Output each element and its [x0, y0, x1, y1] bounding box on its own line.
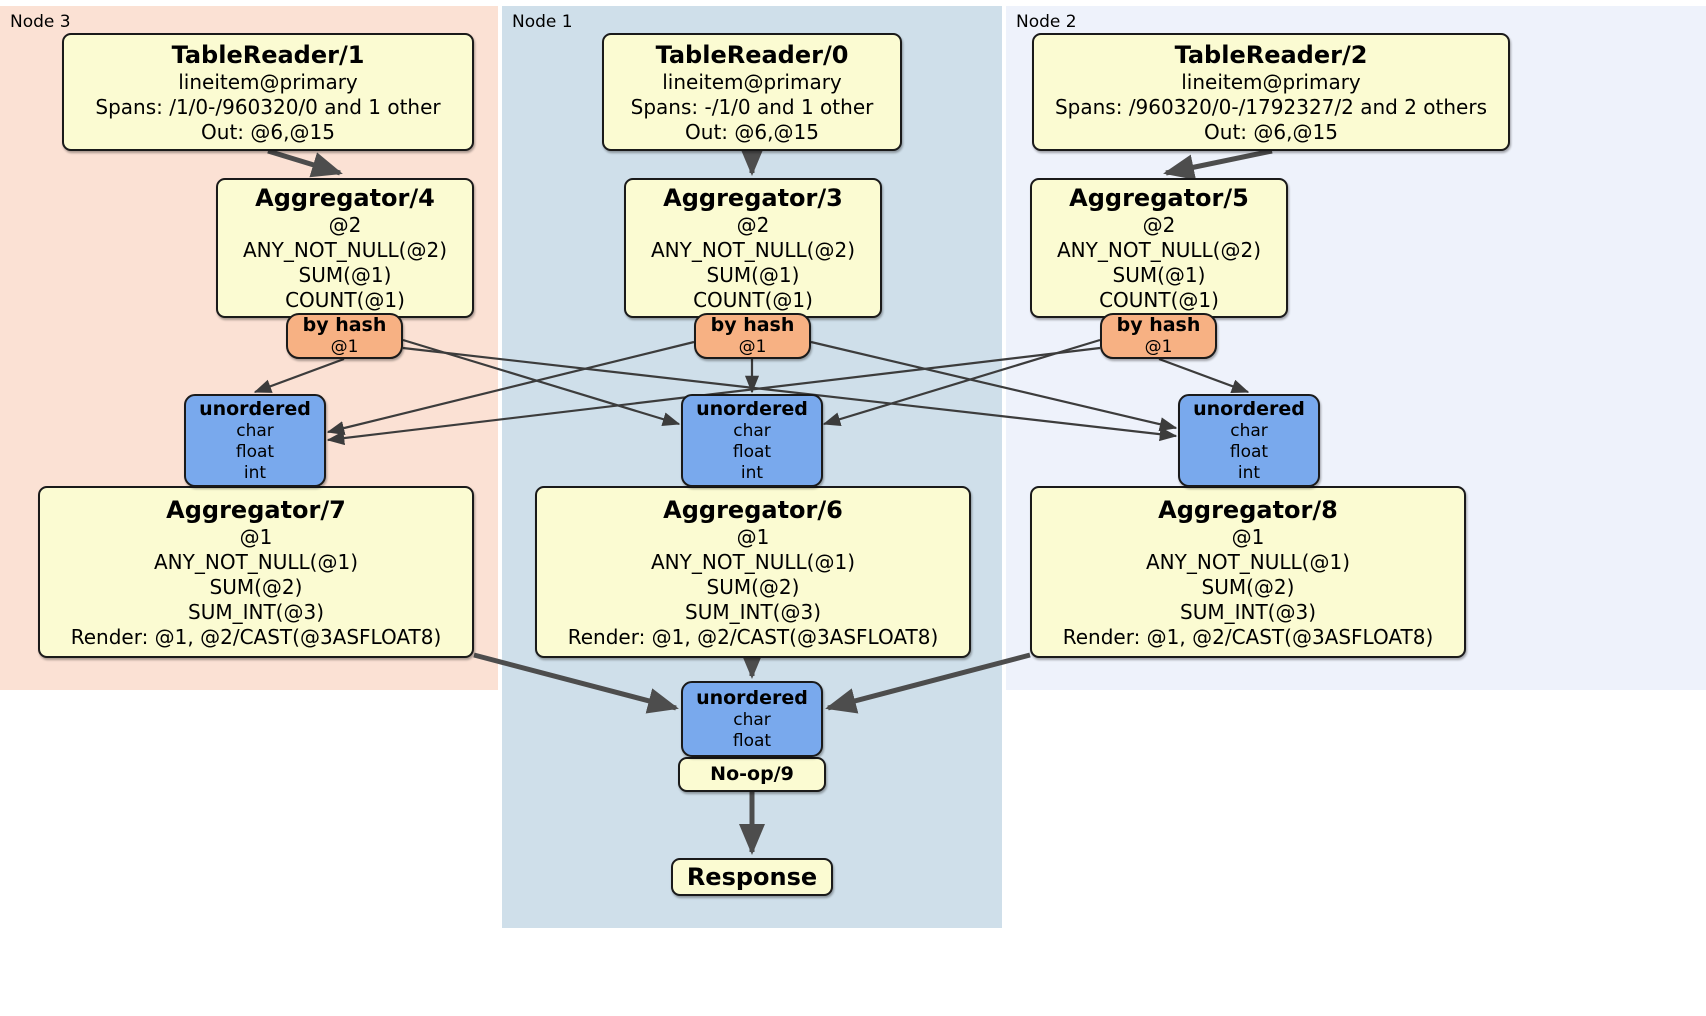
- processor-detail: @2: [1142, 213, 1176, 237]
- router-by-hash-aggregator-3[interactable]: by hash @1: [694, 313, 811, 359]
- processor-detail: lineitem@primary: [178, 69, 358, 94]
- synchronizer-title: unordered: [696, 397, 808, 420]
- processor-detail: SUM(@2): [209, 574, 303, 599]
- synchronizer-unordered-node-3[interactable]: unordered char float int: [184, 394, 326, 487]
- synchronizer-title: unordered: [199, 397, 311, 420]
- processor-tablereader-1[interactable]: TableReader/1 lineitem@primary Spans: /1…: [62, 33, 474, 151]
- processor-detail: ANY_NOT_NULL(@2): [1057, 238, 1261, 262]
- processor-detail: SUM(@1): [706, 263, 800, 287]
- processor-aggregator-6[interactable]: Aggregator/6 @1 ANY_NOT_NULL(@1) SUM(@2)…: [535, 486, 971, 658]
- processor-aggregator-4[interactable]: Aggregator/4 @2 ANY_NOT_NULL(@2) SUM(@1)…: [216, 178, 474, 318]
- processor-title: Aggregator/7: [166, 495, 346, 524]
- processor-detail: COUNT(@1): [285, 288, 405, 312]
- synchronizer-type: char: [236, 420, 274, 441]
- synchronizer-title: unordered: [696, 686, 808, 709]
- processor-title: TableReader/1: [171, 40, 365, 69]
- processor-aggregator-3[interactable]: Aggregator/3 @2 ANY_NOT_NULL(@2) SUM(@1)…: [624, 178, 882, 318]
- processor-detail: ANY_NOT_NULL(@2): [651, 238, 855, 262]
- synchronizer-title: unordered: [1193, 397, 1305, 420]
- processor-response[interactable]: Response: [671, 858, 833, 896]
- processor-detail: ANY_NOT_NULL(@1): [1146, 549, 1350, 574]
- processor-detail: @2: [736, 213, 770, 237]
- synchronizer-type: int: [1237, 462, 1261, 483]
- synchronizer-type: int: [243, 462, 267, 483]
- synchronizer-unordered-node-2[interactable]: unordered char float int: [1178, 394, 1320, 487]
- synchronizer-unordered-node-1[interactable]: unordered char float int: [681, 394, 823, 487]
- synchronizer-type: char: [1230, 420, 1268, 441]
- processor-detail: Out: @6,@15: [685, 119, 819, 144]
- processor-detail: SUM(@2): [1201, 574, 1295, 599]
- node-panel-label-node-1: Node 1: [512, 12, 573, 32]
- processor-no-op-9[interactable]: No-op/9: [678, 757, 826, 792]
- processor-detail: @2: [328, 213, 362, 237]
- processor-aggregator-5[interactable]: Aggregator/5 @2 ANY_NOT_NULL(@2) SUM(@1)…: [1030, 178, 1288, 318]
- processor-detail: lineitem@primary: [1181, 69, 1361, 94]
- synchronizer-type: float: [732, 441, 772, 462]
- processor-detail: SUM(@1): [298, 263, 392, 287]
- processor-detail: @1: [1231, 524, 1265, 549]
- router-by-hash-aggregator-5[interactable]: by hash @1: [1100, 313, 1217, 359]
- processor-render-detail: Render: @1, @2/CAST(@3ASFLOAT8): [1062, 624, 1434, 649]
- router-by-hash-aggregator-4[interactable]: by hash @1: [286, 313, 403, 359]
- processor-title: TableReader/2: [1174, 40, 1368, 69]
- processor-detail: SUM_INT(@3): [188, 599, 324, 624]
- processor-title: Aggregator/5: [1069, 184, 1249, 212]
- node-panel-label-node-2: Node 2: [1016, 12, 1077, 32]
- processor-detail: ANY_NOT_NULL(@1): [651, 549, 855, 574]
- processor-detail: Spans: -/1/0 and 1 other: [630, 94, 874, 119]
- synchronizer-type: float: [1229, 441, 1269, 462]
- router-detail: @1: [738, 337, 767, 357]
- processor-detail: ANY_NOT_NULL(@1): [154, 549, 358, 574]
- processor-render-detail: Render: @1, @2/CAST(@3ASFLOAT8): [70, 624, 442, 649]
- processor-tablereader-2[interactable]: TableReader/2 lineitem@primary Spans: /9…: [1032, 33, 1510, 151]
- processor-detail: SUM_INT(@3): [685, 599, 821, 624]
- synchronizer-type: char: [733, 709, 771, 730]
- processor-detail: @1: [239, 524, 273, 549]
- processor-detail: @1: [736, 524, 770, 549]
- synchronizer-type: char: [733, 420, 771, 441]
- processor-detail: ANY_NOT_NULL(@2): [243, 238, 447, 262]
- processor-title: Response: [686, 863, 818, 891]
- processor-tablereader-0[interactable]: TableReader/0 lineitem@primary Spans: -/…: [602, 33, 902, 151]
- processor-aggregator-7[interactable]: Aggregator/7 @1 ANY_NOT_NULL(@1) SUM(@2)…: [38, 486, 474, 658]
- router-title: by hash: [710, 314, 795, 336]
- synchronizer-type: float: [732, 730, 772, 751]
- processor-title: Aggregator/4: [255, 184, 435, 212]
- processor-detail: lineitem@primary: [662, 69, 842, 94]
- processor-detail: SUM(@1): [1112, 263, 1206, 287]
- processor-render-detail: Render: @1, @2/CAST(@3ASFLOAT8): [567, 624, 939, 649]
- router-detail: @1: [1144, 337, 1173, 357]
- router-title: by hash: [302, 314, 387, 336]
- processor-title: Aggregator/6: [663, 495, 843, 524]
- processor-detail: Out: @6,@15: [201, 119, 335, 144]
- processor-detail: Spans: /960320/0-/1792327/2 and 2 others: [1054, 94, 1487, 119]
- processor-detail: COUNT(@1): [693, 288, 813, 312]
- processor-detail: SUM_INT(@3): [1180, 599, 1316, 624]
- node-panel-label-node-3: Node 3: [10, 12, 71, 32]
- synchronizer-unordered-final[interactable]: unordered char float: [681, 681, 823, 757]
- processor-title: No-op/9: [710, 763, 794, 785]
- processor-detail: Spans: /1/0-/960320/0 and 1 other: [95, 94, 441, 119]
- processor-title: TableReader/0: [655, 40, 849, 69]
- processor-detail: COUNT(@1): [1099, 288, 1219, 312]
- processor-detail: SUM(@2): [706, 574, 800, 599]
- synchronizer-type: int: [740, 462, 764, 483]
- processor-detail: Out: @6,@15: [1204, 119, 1338, 144]
- router-title: by hash: [1116, 314, 1201, 336]
- processor-title: Aggregator/8: [1158, 495, 1338, 524]
- processor-title: Aggregator/3: [663, 184, 843, 212]
- router-detail: @1: [330, 337, 359, 357]
- processor-aggregator-8[interactable]: Aggregator/8 @1 ANY_NOT_NULL(@1) SUM(@2)…: [1030, 486, 1466, 658]
- synchronizer-type: float: [235, 441, 275, 462]
